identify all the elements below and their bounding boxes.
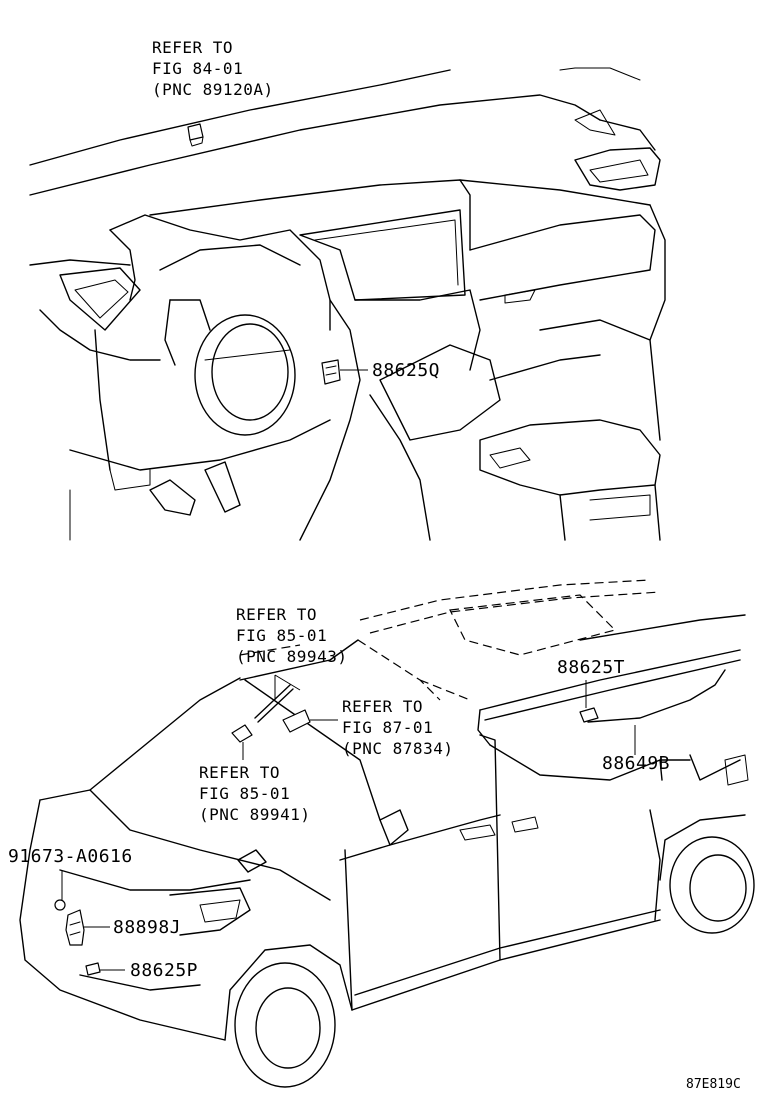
- callout-87834: REFER TO FIG 87-01 (PNC 87834): [342, 696, 453, 759]
- callout-line: (PNC 87834): [342, 739, 454, 758]
- part-number-88625t: 88625T: [557, 657, 626, 678]
- callout-line: FIG 85-01: [199, 784, 291, 803]
- callout-line: FIG 84-01: [152, 59, 244, 78]
- callout-line: (PNC 89120A): [152, 80, 274, 99]
- callout-89120a: REFER TO FIG 84-01 (PNC 89120A): [152, 37, 274, 100]
- callout-line: FIG 85-01: [236, 626, 328, 645]
- callout-line: (PNC 89943): [236, 647, 348, 666]
- callout-line: REFER TO: [152, 38, 234, 57]
- figure-code: 87E819C: [686, 1077, 741, 1092]
- part-number-91673-a0616: 91673-A0616: [8, 846, 133, 867]
- callout-line: FIG 87-01: [342, 718, 434, 737]
- dashboard-illustration: [29, 67, 666, 541]
- part-number-88625p: 88625P: [130, 960, 199, 981]
- callout-89941: REFER TO FIG 85-01 (PNC 89941): [199, 762, 310, 825]
- callout-line: REFER TO: [342, 697, 424, 716]
- part-number-88625q: 88625Q: [372, 360, 441, 381]
- part-number-88898j: 88898J: [113, 917, 182, 938]
- callout-line: (PNC 89941): [199, 805, 311, 824]
- part-number-88649b: 88649B: [602, 753, 671, 774]
- callout-89943: REFER TO FIG 85-01 (PNC 89943): [236, 604, 347, 667]
- callout-line: REFER TO: [236, 605, 318, 624]
- callout-line: REFER TO: [199, 763, 281, 782]
- vehicle-illustration: [19, 579, 755, 1088]
